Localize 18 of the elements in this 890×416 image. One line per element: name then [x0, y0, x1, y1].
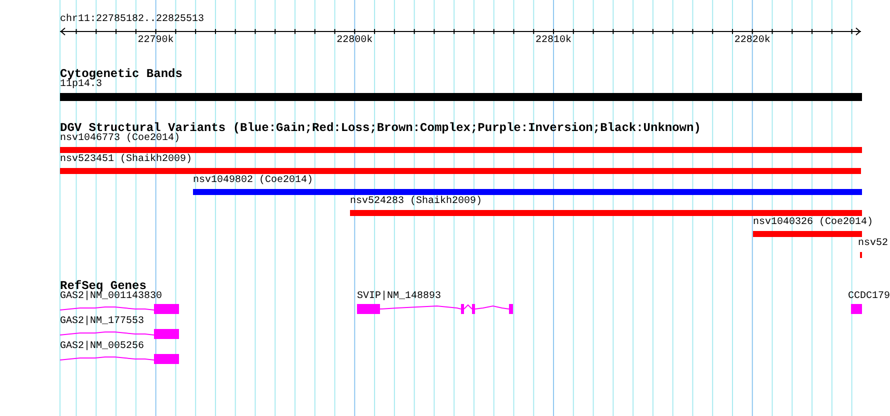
feature-label: nsv524283 (Shaikh2009) [350, 196, 482, 208]
feature-label: GAS2|NM_177553 [60, 316, 144, 328]
feature-label: SVIP|NM_148893 [357, 291, 442, 303]
tick-label: 22820k [734, 35, 770, 47]
feature-label: nsv1046773 (Coe2014) [60, 133, 180, 145]
feature-label: GAS2|NM_005256 [60, 341, 144, 353]
coordinate-label: chr11:22785182..22825513 [60, 14, 204, 26]
tick-label: 22790k [138, 35, 174, 47]
feature-label: nsv523451 (Shaikh2009) [60, 154, 192, 166]
tick-label: 22800k [336, 35, 373, 47]
feature-label: 11p14.3 [60, 79, 102, 91]
feature-label: GAS2|NM_001143830 [60, 291, 162, 303]
feature-label: nsv1049802 (Coe2014) [193, 175, 314, 187]
tick-label: 22810k [536, 35, 572, 47]
feature-label: nsv1040326 (Coe2014) [753, 217, 874, 229]
track-title: Cytogenetic Bands [60, 67, 182, 81]
feature-label: nsv52 [858, 238, 888, 250]
feature-label: CCDC179 [848, 291, 890, 303]
